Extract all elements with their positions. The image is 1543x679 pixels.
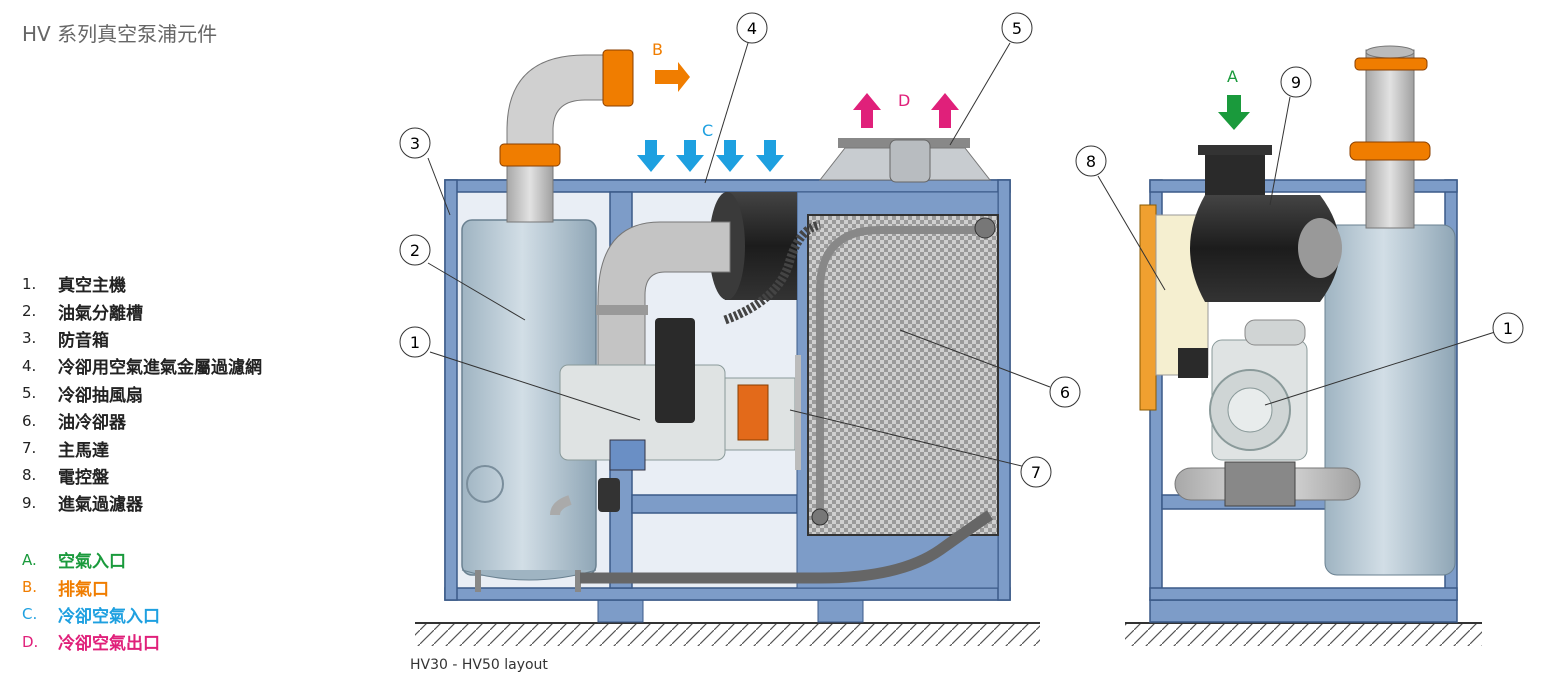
legend-item: 4.冷卻用空氣進氣金屬過濾網 — [22, 356, 262, 379]
arrow-a — [1218, 95, 1250, 130]
svg-text:3: 3 — [410, 134, 420, 153]
flow-item: A.空氣入口 — [22, 550, 126, 573]
ground-right — [1125, 622, 1482, 646]
main-motor-side — [724, 355, 801, 470]
label-a: A — [1227, 67, 1238, 86]
label-b: B — [652, 40, 663, 59]
svg-text:4: 4 — [747, 19, 757, 38]
layout-caption: HV30 - HV50 layout — [410, 657, 548, 673]
vacuum-pump-front — [1178, 319, 1308, 461]
svg-text:1: 1 — [1503, 319, 1513, 338]
legend-item: 6.油冷卻器 — [22, 411, 126, 434]
arrows-d — [853, 93, 959, 128]
arrows-c — [637, 140, 784, 172]
drain-pipe — [580, 510, 994, 584]
intake-filter-front — [1190, 145, 1342, 302]
arrow-b — [655, 62, 690, 92]
legend-item: 5.冷卻抽風扇 — [22, 384, 143, 406]
page-title: HV 系列真空泵浦元件 — [22, 22, 218, 46]
label-d: D — [898, 91, 910, 110]
svg-text:1: 1 — [410, 333, 420, 352]
callout-1: 1 — [399, 326, 431, 358]
svg-text:5: 5 — [1012, 19, 1022, 38]
callout-2: 2 — [399, 234, 431, 266]
svg-text:9: 9 — [1291, 73, 1301, 92]
callout-8: 8 — [1075, 145, 1107, 177]
foot-right — [817, 599, 864, 623]
callout-1-front: 1 — [1492, 312, 1524, 344]
legend-item: 2.油氣分離槽 — [22, 302, 143, 324]
callout-6: 6 — [1049, 376, 1081, 408]
svg-text:8: 8 — [1086, 152, 1096, 171]
flow-item: D.冷卻空氣出口 — [22, 632, 160, 655]
oil-hose — [723, 220, 822, 325]
vacuum-pump-side — [550, 318, 726, 516]
callout-5: 5 — [1001, 12, 1033, 44]
exhaust-pipe — [499, 49, 634, 223]
label-c: C — [702, 121, 713, 140]
leader-lines-front — [1097, 96, 1496, 406]
callout-3: 3 — [399, 127, 431, 159]
callout-9: 9 — [1280, 66, 1312, 98]
leader-lines — [427, 42, 1051, 469]
legend-item: 9.進氣過濾器 — [22, 493, 143, 516]
ground-left — [415, 622, 1040, 646]
svg-text:7: 7 — [1031, 463, 1041, 482]
svg-text:6: 6 — [1060, 383, 1070, 402]
flow-item: C.冷卻空氣入口 — [22, 605, 160, 627]
exhaust-pipe-front — [1349, 45, 1431, 229]
callout-4: 4 — [736, 12, 768, 44]
svg-text:2: 2 — [410, 241, 420, 260]
foot-left — [597, 599, 644, 623]
callout-7: 7 — [1020, 456, 1052, 488]
separator-tank-front — [1324, 224, 1456, 576]
legend-item: 3.防音箱 — [22, 329, 109, 351]
legend-item: 1.真空主機 — [22, 274, 126, 297]
cooling-fan — [818, 138, 992, 183]
legend-item: 7.主馬達 — [22, 439, 109, 461]
oil-cooler — [807, 214, 999, 536]
flows-legend: A.空氣入口 B.排氣口 C.冷卻空氣入口 D.冷卻空氣出口 — [22, 546, 160, 656]
flow-item: B.排氣口 — [22, 578, 109, 600]
parts-legend: 1.真空主機 2.油氣分離槽 3.防音箱 4.冷卻用空氣進氣金屬過濾網 5.冷卻… — [22, 270, 262, 517]
legend-item: 8.電控盤 — [22, 466, 109, 488]
